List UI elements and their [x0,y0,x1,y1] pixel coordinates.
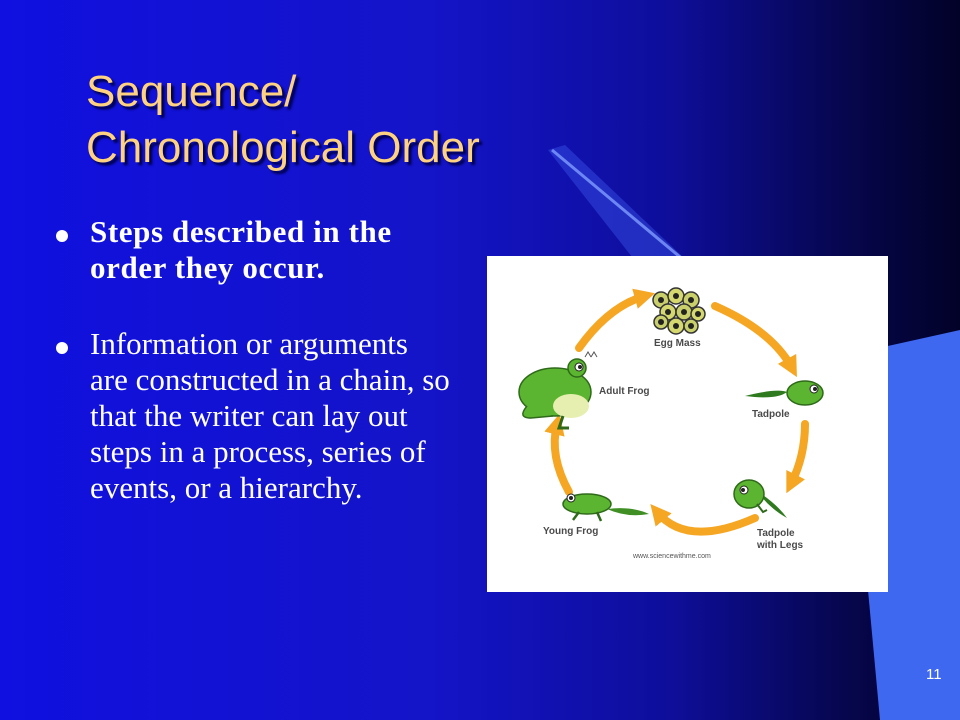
arrow-icon [786,420,809,494]
bullet-text: Steps described in the order they occur. [90,214,392,285]
tadpole-icon [745,380,824,406]
cycle-arrows [544,288,809,536]
slide-title-line: Chronological Order [86,123,480,172]
frog-life-cycle-diagram: Egg Mass Tadpole Tadpole with Legs Young… [487,256,888,592]
arrow-icon [711,302,797,378]
stage-label-egg-mass: Egg Mass [654,338,701,349]
stage-label-tadpole-with-legs: Tadpole with Legs [757,528,804,551]
stage-label-young-frog: Young Frog [543,526,599,537]
image-credit: www.sciencewithme.com [633,553,711,560]
arrow-icon [575,288,656,352]
arrow-icon [544,413,573,496]
slide-title-line: Sequence/ [86,67,297,116]
bullet-list: Steps described in the order they occur.… [56,214,451,506]
slide-title: Sequence/ Chronological Order [86,64,726,176]
stage-label-adult-frog: Adult Frog [599,386,650,397]
young-frog-icon [562,493,649,522]
stage-label-tadpole: Tadpole [752,409,790,420]
life-cycle-drawing [518,287,824,536]
bullet-text: Information or arguments are constructed… [90,326,450,505]
tadpole-with-legs-icon [733,479,787,518]
bullet-item: Steps described in the order they occur. [56,214,451,286]
bullet-dot-icon [56,230,68,242]
arrow-icon [650,504,759,536]
bullet-item: Information or arguments are constructed… [56,326,451,506]
slide-number: 11 [926,666,942,683]
bullet-dot-icon [56,342,68,354]
adult-frog-icon [518,351,598,430]
egg-mass-icon [652,287,706,335]
